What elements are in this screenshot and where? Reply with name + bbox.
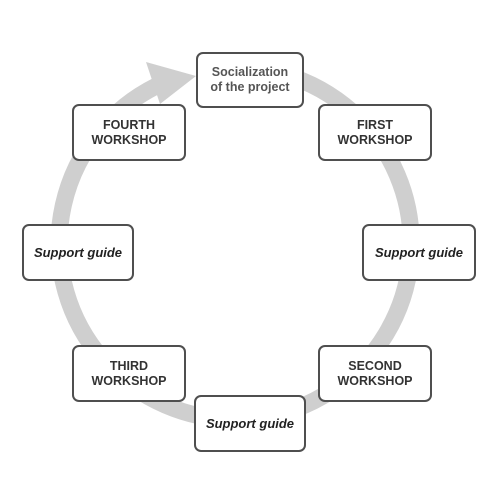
node-support-guide-left: Support guide [22, 224, 134, 281]
node-support-guide-right: Support guide [362, 224, 476, 281]
node-third-workshop: THIRD WORKSHOP [72, 345, 186, 402]
arrow-head-icon [146, 62, 196, 104]
node-socialization: Socialization of the project [196, 52, 304, 108]
node-second-workshop: SECOND WORKSHOP [318, 345, 432, 402]
node-first-workshop: FIRST WORKSHOP [318, 104, 432, 161]
node-fourth-workshop: FOURTH WORKSHOP [72, 104, 186, 161]
node-support-guide-bottom: Support guide [194, 395, 306, 452]
